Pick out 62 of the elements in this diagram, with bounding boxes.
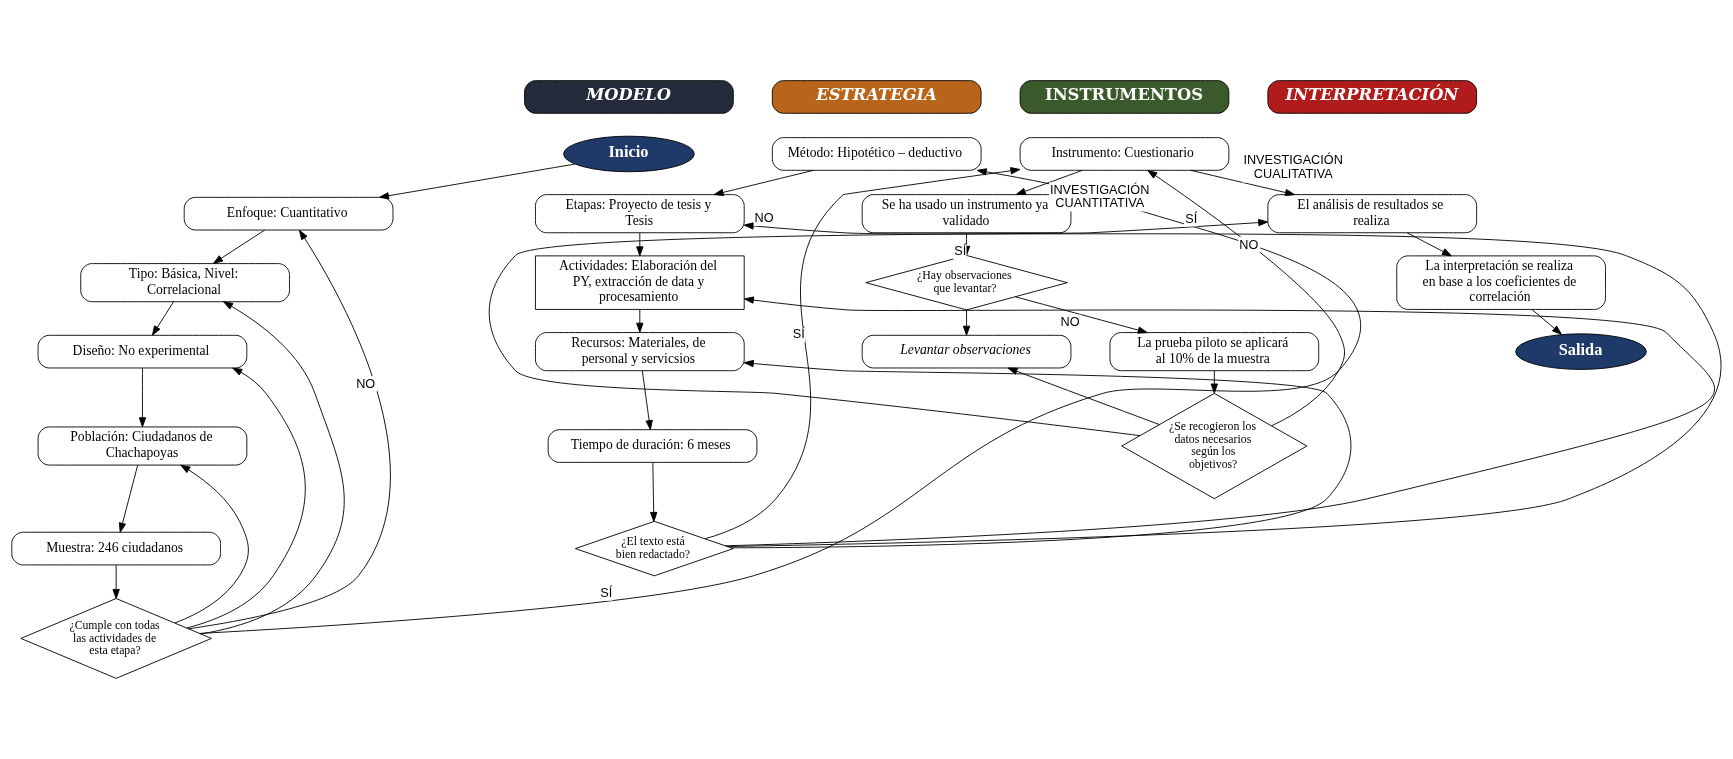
edge-label: NO	[754, 211, 774, 226]
arrow	[636, 309, 644, 333]
arrow	[1147, 169, 1345, 427]
node-box: Población: Ciudadanos de Chachapoyas	[37, 426, 248, 466]
arrow	[1210, 370, 1218, 394]
node-box: Enfoque: Cuantitativo	[183, 196, 394, 231]
node-box: Etapas: Proyecto de tesis y Tesis	[535, 194, 745, 234]
edge-label: SÍ	[792, 327, 805, 342]
node-diamond: ¿El texto está bien redactado?	[574, 520, 734, 577]
arrow	[1015, 169, 1083, 195]
node-box: Muestra: 246 ciudadanos	[11, 531, 221, 566]
node-diamond: ¿Se recogieron los datos necesarios según los objetivos?	[1121, 392, 1308, 500]
arrow	[1531, 309, 1562, 335]
arrow	[199, 168, 1362, 634]
node-box: Actividades: Elaboración del PY, extracción de data y procesamiento	[535, 255, 745, 310]
node-box: Levantar observaciones	[861, 334, 1072, 369]
arrow	[186, 367, 306, 629]
edge-label: INVESTIGACIÓN CUANTITATIVA	[1049, 182, 1150, 211]
arrow	[488, 218, 1269, 437]
arrow	[138, 367, 147, 428]
node-ellipse: Salida	[1515, 333, 1647, 370]
node-box: Tipo: Básica, Nivel: Correlacional	[80, 263, 290, 303]
node-box: Método: Hipotético – deductivo	[771, 137, 982, 171]
arrow	[962, 309, 971, 336]
arrow	[1007, 367, 1160, 425]
arrow	[1406, 232, 1452, 257]
node-box: INSTRUMENTOS	[1019, 80, 1230, 114]
node-ellipse: Inicio	[563, 135, 695, 173]
node-box: MODELO	[524, 80, 734, 114]
edge-label: INVESTIGACIÓN CUALITATIVA	[1243, 153, 1343, 182]
node-diamond: ¿Hay observaciones que levantar?	[865, 254, 1068, 311]
edge-label: SÍ	[954, 244, 967, 259]
node-box: Diseño: No experimental	[37, 334, 248, 369]
arrow	[1190, 169, 1295, 197]
node-box: La prueba piloto se aplicará al 10% de la muestra	[1109, 332, 1320, 372]
arrow	[724, 296, 1715, 547]
arrow	[118, 464, 139, 533]
arrow	[704, 167, 1021, 540]
arrow	[112, 564, 120, 599]
node-box: El análisis de resultados se realiza	[1267, 194, 1478, 234]
edge-label: NO	[1060, 315, 1080, 330]
edge-label: SÍ	[1185, 211, 1198, 226]
node-box: Instrumento: Cuestionario	[1019, 137, 1230, 171]
arrow	[174, 464, 249, 624]
arrow	[379, 163, 576, 200]
arrow	[641, 370, 653, 431]
arrow	[151, 301, 174, 336]
arrow	[730, 359, 1352, 549]
node-diamond: ¿Cumple con todas las actividades de esta etapa?	[20, 598, 212, 679]
edge-label: SÍ	[600, 585, 613, 600]
edge-label: NO	[356, 376, 376, 391]
node-box: La interpretación se realiza en base a los coeficientes de correlación	[1396, 255, 1606, 310]
node-box: ESTRATEGIA	[771, 80, 982, 114]
node-box: Recursos: Materiales, de personal y servicsios	[535, 332, 745, 372]
node-box: Tiempo de duración: 6 meses	[547, 429, 758, 463]
node-box: INTERPRETACIÓN	[1267, 80, 1478, 114]
arrow	[650, 462, 658, 522]
arrow	[188, 229, 391, 630]
edge-label: NO	[1239, 237, 1259, 252]
arrow	[713, 169, 814, 196]
arrow	[212, 229, 266, 264]
arrow	[726, 222, 1721, 547]
